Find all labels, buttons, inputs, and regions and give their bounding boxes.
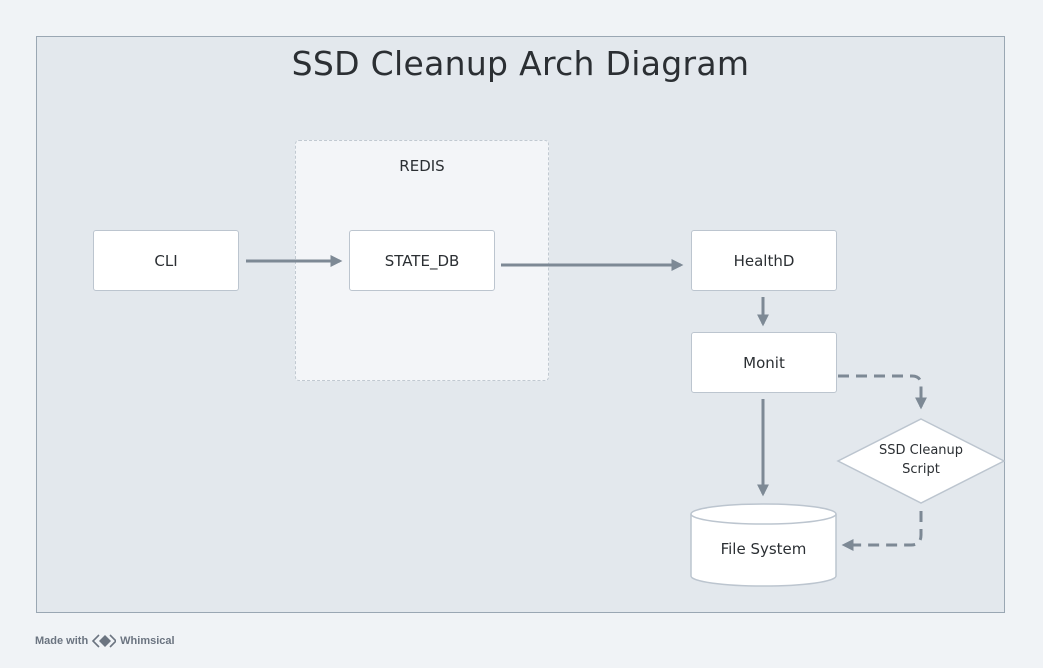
cli-node[interactable]: CLI	[93, 230, 239, 291]
diagram-title: SSD Cleanup Arch Diagram	[291, 44, 750, 83]
whimsical-logo-icon	[92, 634, 117, 648]
made-with-text: Made with	[35, 635, 89, 647]
cleanup-script-label-line2: Script	[902, 462, 940, 477]
monit-node-label: Monit	[743, 353, 785, 372]
file-system-node[interactable]	[690, 503, 837, 587]
state-db-node-label: STATE_DB	[384, 251, 460, 270]
cli-node-label: CLI	[154, 251, 178, 270]
monit-node[interactable]: Monit	[691, 332, 837, 393]
cleanup-script-label: SSD Cleanup Script	[846, 441, 996, 479]
state-db-node[interactable]: STATE_DB	[349, 230, 495, 291]
redis-group-label: REDIS	[399, 157, 445, 175]
whimsical-brand-text: Whimsical	[120, 635, 175, 647]
healthd-node[interactable]: HealthD	[691, 230, 837, 291]
arrow-monit-to-cleanup-script	[838, 374, 927, 410]
cleanup-script-label-line1: SSD Cleanup	[878, 443, 964, 458]
file-system-label: File System	[720, 540, 807, 558]
made-with-footer[interactable]: Made with Whimsical	[35, 634, 175, 648]
cleanup-script-node[interactable]	[836, 418, 1006, 504]
healthd-node-label: HealthD	[733, 251, 795, 270]
arrow-cleanup-script-to-file-system	[841, 511, 923, 551]
